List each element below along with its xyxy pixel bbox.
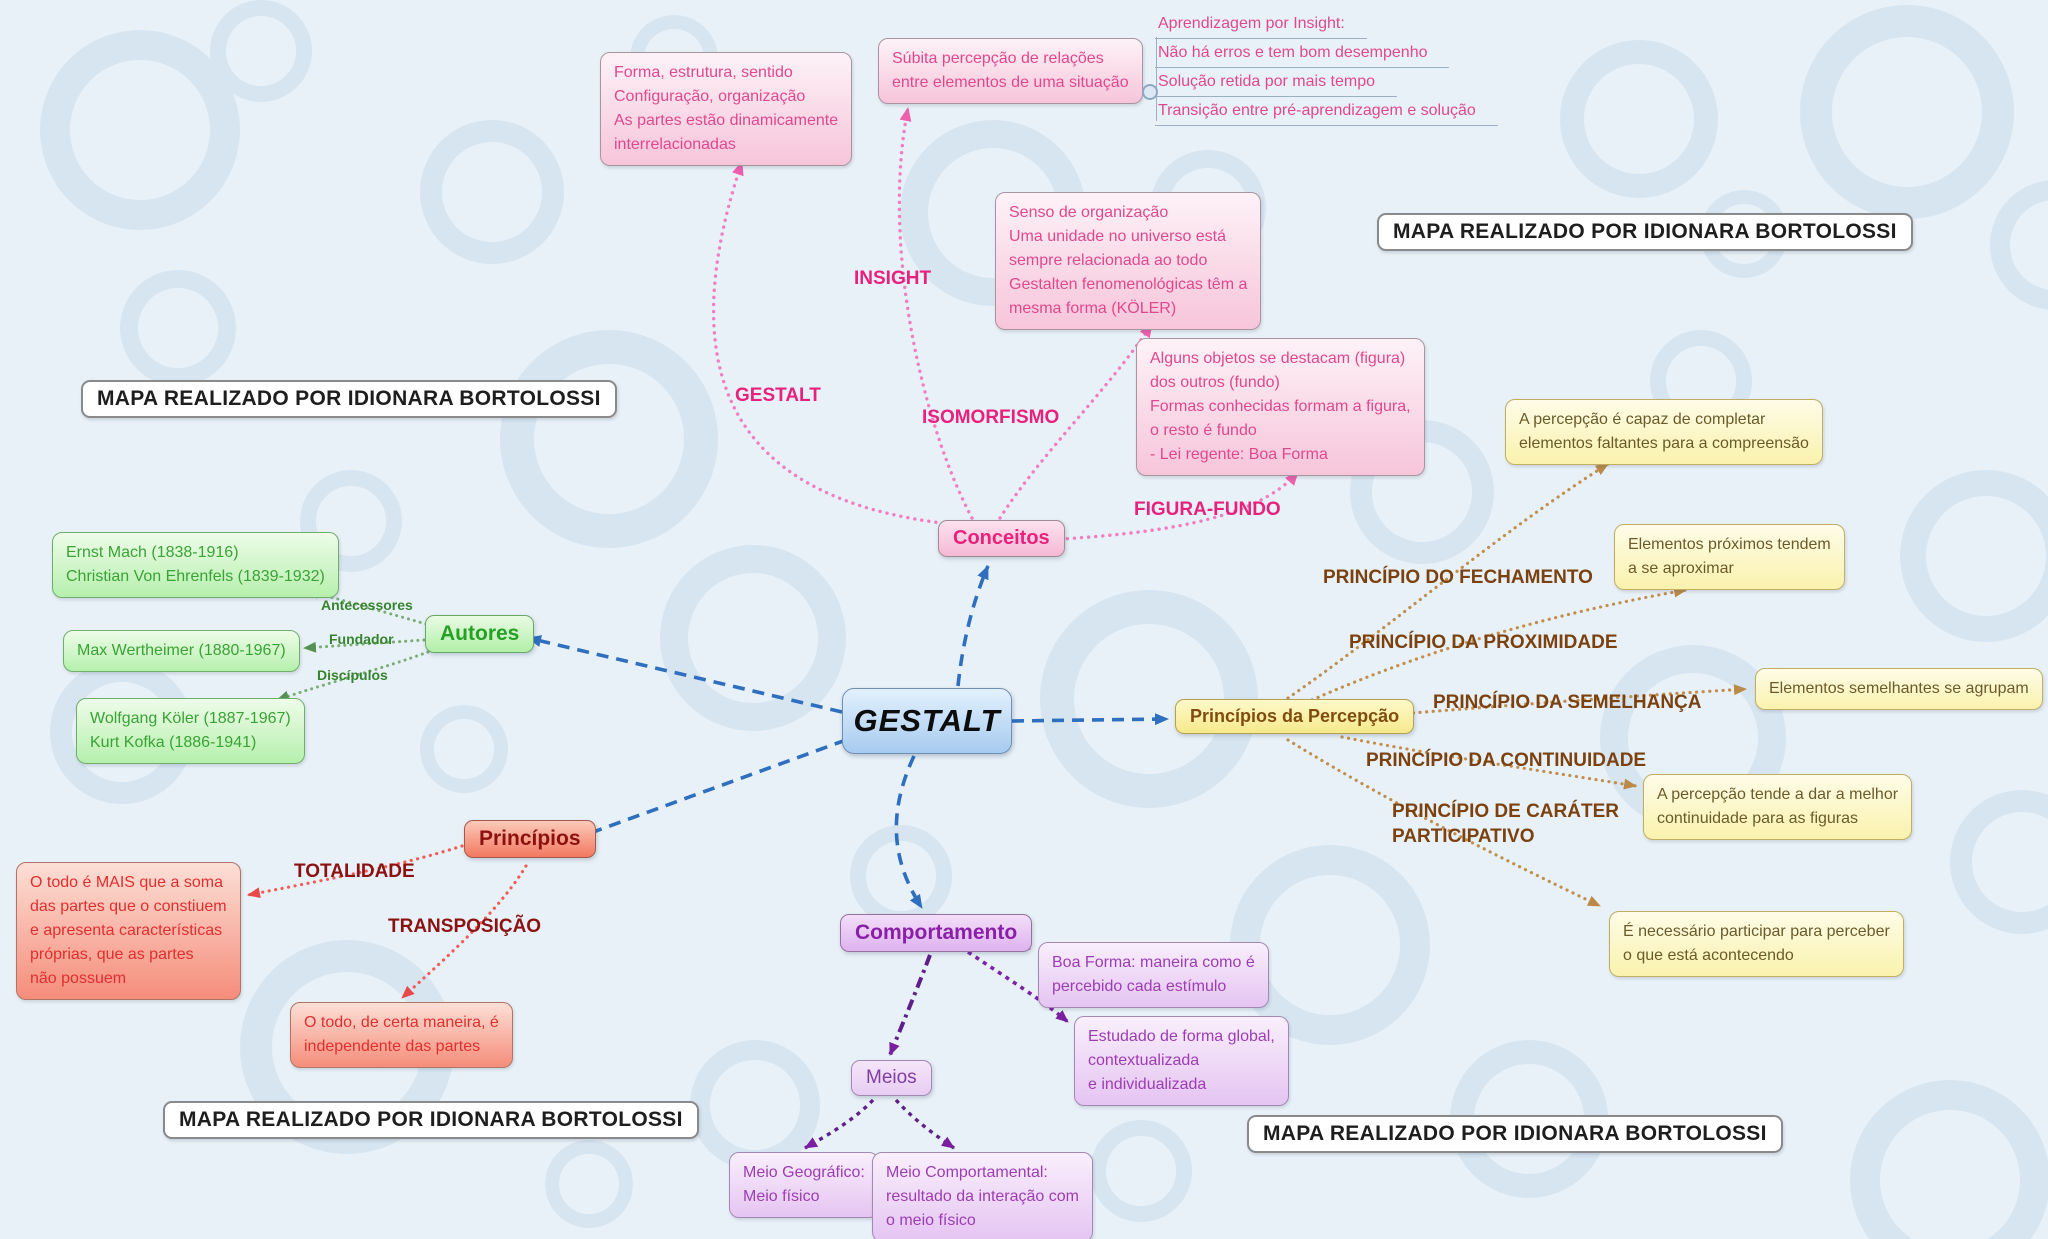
edge-autores-fundador (302, 638, 426, 653)
edge-label-totalidade[interactable]: TOTALIDADE (294, 861, 415, 882)
watermark-box-bottom-left[interactable]: MAPA REALIZADO POR IDIONARA BORTOLOSSI (163, 1101, 699, 1139)
node-autores[interactable]: Autores (425, 615, 535, 653)
topic-box-continuidade[interactable]: A percepção tende a dar a melhor continu… (1643, 774, 1913, 840)
node-conceitos[interactable]: Conceitos (938, 520, 1065, 557)
edge-label-continuidade[interactable]: PRINCÍPIO DA CONTINUIDADE (1366, 750, 1647, 771)
topic-box-subita-percepcao[interactable]: Súbita percepção de relações entre eleme… (878, 38, 1143, 104)
edge-percepcao-fechamento (1286, 462, 1610, 700)
topic-box-participativo[interactable]: É necessário participar para perceber o … (1609, 911, 1904, 977)
edge-conceitos-insight (897, 106, 974, 520)
topic-box-estudado[interactable]: Estudado de forma global, contextualizad… (1074, 1016, 1289, 1106)
edge-label-isomorfismo[interactable]: ISOMORFISMO (922, 407, 1060, 428)
watermark-box-top-right[interactable]: MAPA REALIZADO POR IDIONARA BORTOLOSSI (1377, 213, 1913, 251)
insight-list: Aprendizagem por Insight: Não há erros e… (1155, 12, 1498, 128)
node-meios[interactable]: Meios (851, 1060, 932, 1096)
collapse-handle-icon[interactable] (1142, 84, 1158, 100)
insight-list-item[interactable]: Transição entre pré-aprendizagem e soluç… (1155, 99, 1498, 126)
edge-label-participativo[interactable]: PRINCÍPIO DE CARÁTER PARTICIPATIVO (1392, 801, 1619, 847)
insight-list-title[interactable]: Aprendizagem por Insight: (1155, 12, 1367, 39)
node-comportamento[interactable]: Comportamento (840, 914, 1033, 952)
edge-meios-comportamental (894, 1098, 955, 1150)
topic-box-meio-geografico[interactable]: Meio Geográfico: Meio físico (729, 1152, 879, 1218)
topic-box-antecessores[interactable]: Ernst Mach (1838-1916) Christian Von Ehr… (52, 532, 339, 598)
watermark-box-top-left[interactable]: MAPA REALIZADO POR IDIONARA BORTOLOSSI (81, 380, 617, 418)
topic-box-fechamento[interactable]: A percepção é capaz de completar element… (1505, 399, 1823, 465)
topic-box-proximidade[interactable]: Elementos próximos tendem a se aproximar (1614, 524, 1845, 590)
topic-box-forma[interactable]: Forma, estrutura, sentido Configuração, … (600, 52, 853, 166)
edge-comportamento-meios (888, 954, 932, 1056)
edge-label-semelhanca[interactable]: PRINCÍPIO DA SEMELHANÇA (1433, 692, 1702, 713)
edge-label-fundador[interactable]: Fundador (329, 631, 394, 647)
node-principios[interactable]: Princípios (464, 820, 596, 858)
edge-conceitos-isomorfismo (998, 322, 1154, 520)
edge-label-transposicao[interactable]: TRANSPOSIÇÃO (388, 916, 542, 937)
edge-root-autores (527, 635, 843, 714)
root-node-gestalt[interactable]: GESTALT (842, 688, 1012, 754)
edge-conceitos-figura-fundo (1044, 470, 1300, 542)
edge-percepcao-proximidade (1310, 586, 1688, 702)
edge-conceitos-gestalt (711, 160, 952, 526)
watermark-box-bottom-right[interactable]: MAPA REALIZADO POR IDIONARA BORTOLOSSI (1247, 1115, 1783, 1153)
insight-list-item[interactable]: Não há erros e tem bom desempenho (1155, 41, 1450, 68)
edge-root-percepcao (1011, 713, 1169, 726)
topic-box-boa-forma[interactable]: Boa Forma: maneira como é percebido cada… (1038, 942, 1269, 1008)
edge-meios-geografico (804, 1098, 875, 1150)
edge-principios-totalidade (246, 844, 464, 899)
edge-principios-transposicao (400, 864, 528, 1000)
edge-percepcao-continuidade (1340, 735, 1638, 790)
topic-box-senso-organizacao[interactable]: Senso de organização Uma unidade no univ… (995, 192, 1262, 330)
edge-percepcao-participativo (1286, 738, 1602, 908)
topic-box-discipulos[interactable]: Wolfgang Köler (1887-1967) Kurt Kofka (1… (76, 698, 305, 764)
node-principios-da-percepcao[interactable]: Princípios da Percepção (1175, 699, 1415, 734)
edge-label-proximidade[interactable]: PRINCÍPIO DA PROXIMIDADE (1349, 632, 1618, 653)
topic-box-semelhanca[interactable]: Elementos semelhantes se agrupam (1755, 668, 2043, 710)
edge-label-gestalt[interactable]: GESTALT (735, 385, 821, 406)
insight-list-connector-line (1156, 37, 1157, 121)
edge-comportamento-estudado (967, 950, 1070, 1024)
edge-label-antecessores[interactable]: Antecessores (321, 597, 413, 613)
edge-label-fechamento[interactable]: PRINCÍPIO DO FECHAMENTO (1323, 567, 1593, 588)
edge-root-comportamento (894, 755, 924, 909)
topic-box-transposicao[interactable]: O todo, de certa maneira, é independente… (290, 1002, 513, 1068)
edge-label-insight[interactable]: INSIGHT (854, 268, 932, 289)
edge-autores-discipulos (275, 650, 430, 702)
edge-root-principios (573, 738, 847, 841)
edge-percepcao-semelhanca (1372, 684, 1748, 718)
edge-label-discipulos[interactable]: Discípulos (317, 667, 388, 683)
edge-root-conceitos (956, 565, 990, 687)
topic-box-figura-fundo[interactable]: Alguns objetos se destacam (figura) dos … (1136, 338, 1425, 476)
topic-box-meio-comportamental[interactable]: Meio Comportamental: resultado da intera… (872, 1152, 1093, 1239)
topic-box-fundador[interactable]: Max Wertheimer (1880-1967) (63, 630, 300, 672)
edge-label-figura-fundo[interactable]: FIGURA-FUNDO (1134, 499, 1281, 520)
topic-box-totalidade[interactable]: O todo é MAIS que a soma das partes que … (16, 862, 241, 1000)
insight-list-item[interactable]: Solução retida por mais tempo (1155, 70, 1397, 97)
